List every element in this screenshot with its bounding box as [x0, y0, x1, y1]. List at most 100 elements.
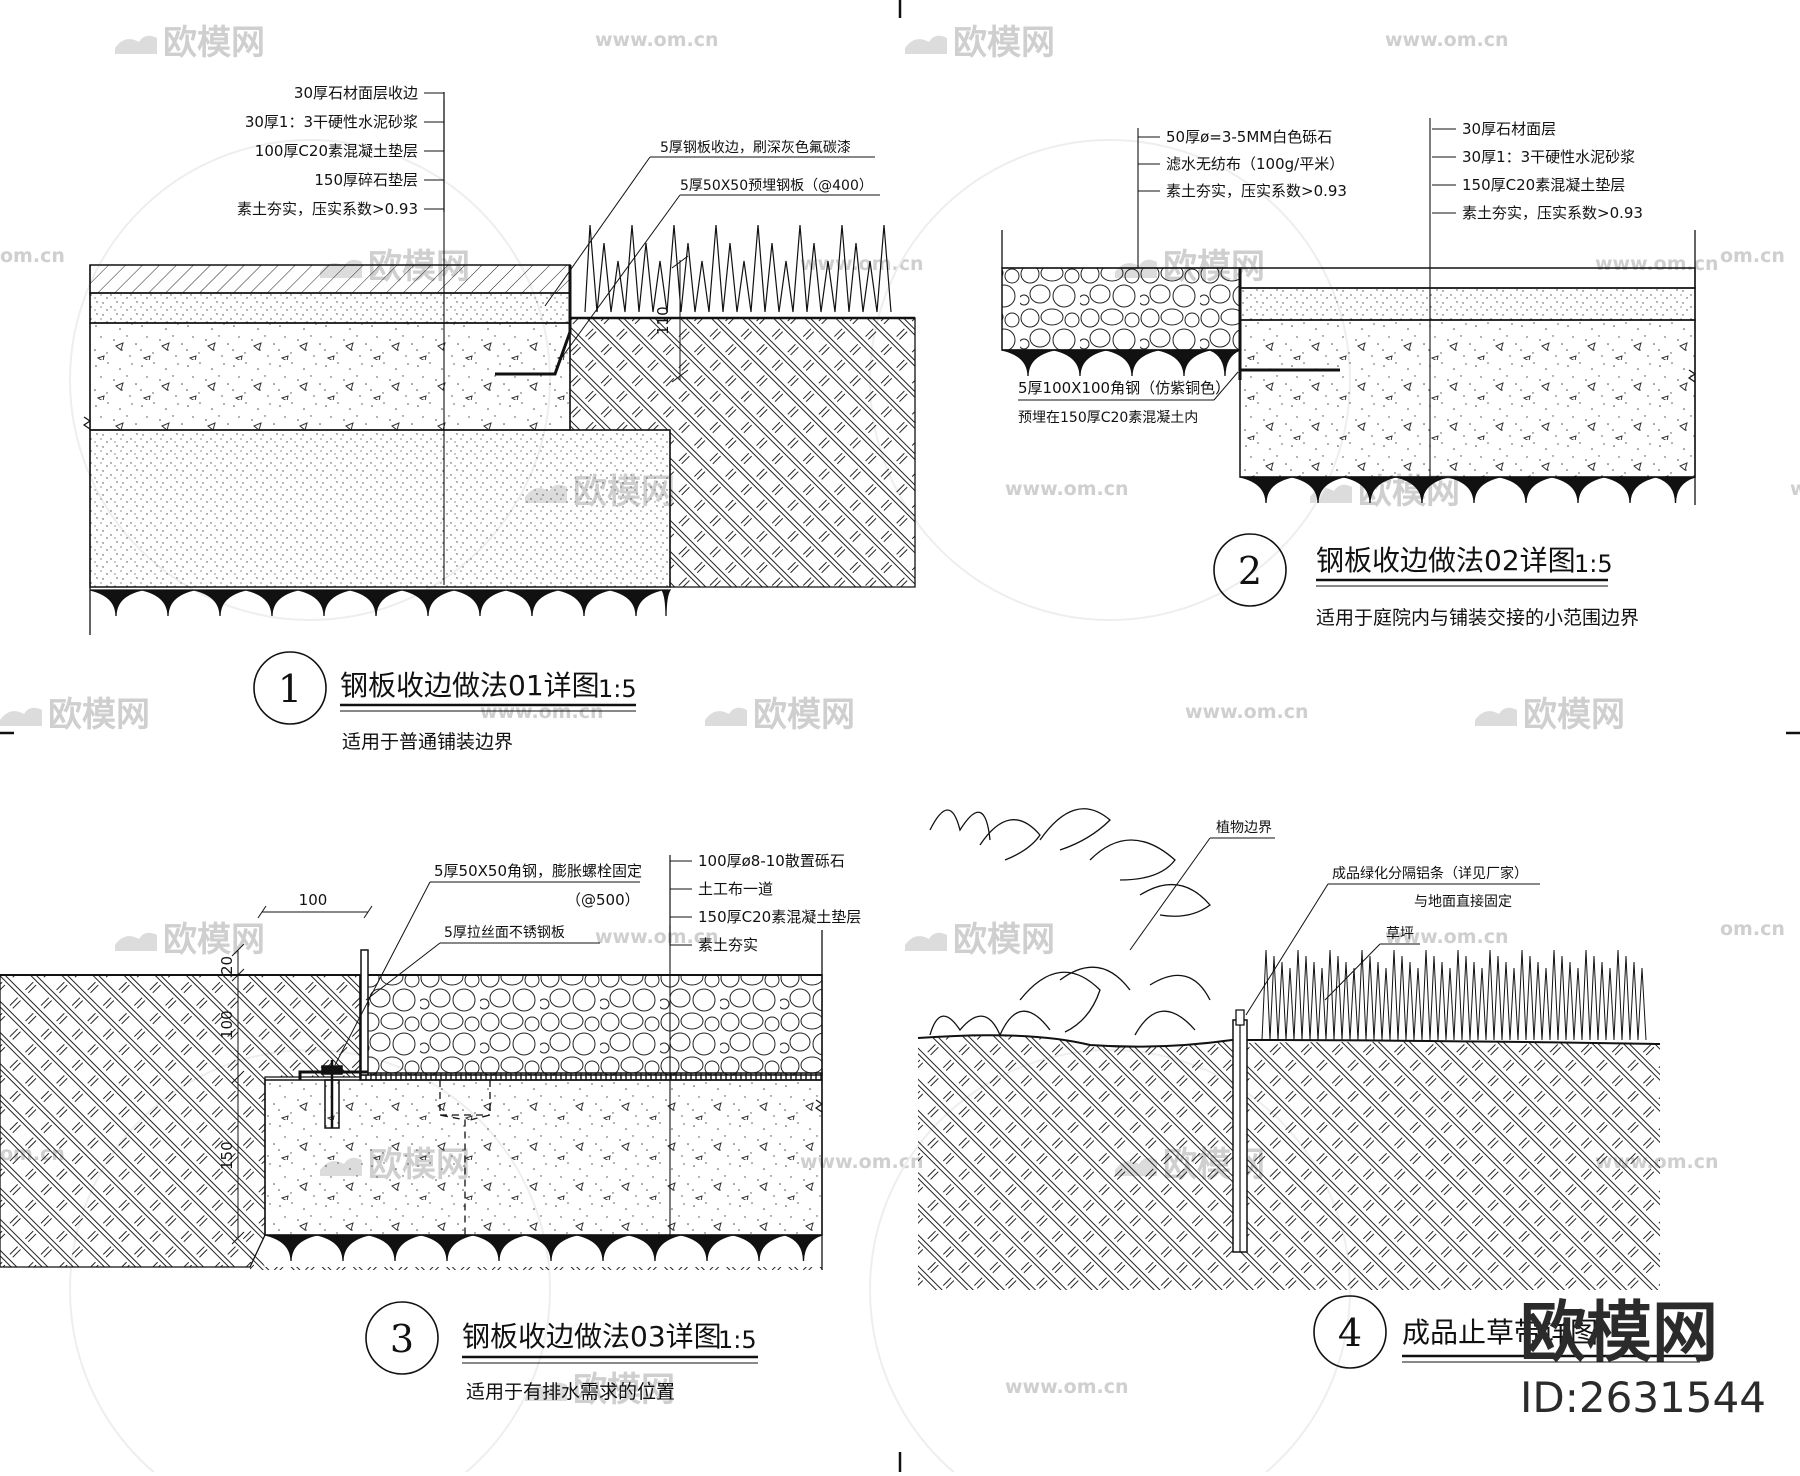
- watermark: 欧模网 www.om.cn: [705, 695, 1309, 735]
- brand-logo-text: 欧模网: [1520, 1294, 1718, 1371]
- d4-plant-mid: [1089, 839, 1211, 917]
- d1-mortar-layer: [89, 292, 571, 324]
- watermark-logo-icon: [705, 707, 747, 726]
- d1-callout-leader: [544, 156, 651, 307]
- d3-title: 钢板收边做法03详图: [462, 1320, 722, 1353]
- d3-callout-leader: [334, 881, 431, 1066]
- d1-number-circle: [253, 651, 327, 725]
- d3-dim-tick: [231, 1231, 245, 1245]
- d3-number-circle: [365, 1301, 439, 1375]
- watermark-url: om.cn: [0, 245, 65, 267]
- d2-right-label: 30厚1：3干硬性水泥砂浆: [1462, 148, 1635, 166]
- d3-bolt-head: [321, 1065, 343, 1075]
- d3-callout-spacing: （@500）: [566, 891, 640, 909]
- watermark-logo-text: 欧模网: [753, 695, 855, 735]
- watermark-url: www.om.cn: [1790, 478, 1800, 500]
- d2-break-mark: [1687, 369, 1697, 383]
- watermark: 欧模网 www.om.cn: [525, 1370, 1129, 1410]
- d2-number-circle: [1213, 533, 1287, 607]
- d2-right-label: 150厚C20素混凝土垫层: [1462, 176, 1625, 194]
- watermark-url: www.om.cn: [1385, 926, 1509, 948]
- d3-dim-vert: 20: [218, 956, 236, 975]
- d4-callout-leader: [1129, 837, 1211, 951]
- d2-compaction-left: [1001, 349, 1241, 377]
- d4-label-plant: 植物边界: [1216, 820, 1272, 836]
- watermark-url: www.om.cn: [800, 253, 924, 275]
- d3-layer-label: 100厚ø8-10散置砾石: [698, 852, 845, 870]
- watermark-url: www.om.cn: [1005, 478, 1129, 500]
- watermark-url: www.om.cn: [1595, 253, 1719, 275]
- d3-dim-vert: 150: [218, 1141, 236, 1170]
- watermark-layer: 欧模网 www.om.cn 欧模网 www.om.cn 欧模网 www.om.cn 欧模网 w…: [0, 23, 1800, 1476]
- d4-title: 成品止草带详图: [1402, 1316, 1598, 1349]
- d1-dim-tick: [671, 369, 689, 383]
- d3-dim-tick: [231, 943, 245, 957]
- d2-number: 2: [1238, 549, 1262, 593]
- d2-title: 钢板收边做法02详图: [1316, 544, 1576, 577]
- d3-subtitle: 适用于有排水需求的位置: [466, 1381, 675, 1403]
- d1-dim-tick: [671, 255, 689, 269]
- watermark-url: www.om.cn: [1185, 701, 1309, 723]
- watermark-logo-icon: [905, 35, 947, 54]
- d3-break-mark: [814, 1099, 824, 1113]
- d1-layer-label: 30厚石材面层收边: [294, 84, 418, 102]
- watermark-url: www.om.cn: [480, 701, 604, 723]
- watermark-logo-text: 欧模网: [1523, 695, 1625, 735]
- d2-mortar-layer: [1239, 287, 1696, 321]
- d1-layer-label: 100厚C20素混凝土垫层: [255, 142, 418, 160]
- watermark-url: www.om.cn: [1385, 29, 1509, 51]
- d4-lawn: [1261, 949, 1647, 1041]
- watermark-url: www.om.cn: [595, 29, 719, 51]
- d4-label-lawn: 草坪: [1386, 926, 1414, 942]
- d4-label-strip-fix: 与地面直接固定: [1414, 893, 1512, 910]
- d1-dim-110: 110: [654, 306, 672, 335]
- d1-break-mark: [82, 416, 92, 430]
- d1-layer-label: 素土夯实，压实系数>0.93: [237, 200, 418, 218]
- d3-dim-tick: [257, 905, 267, 919]
- d4-ground-line: [917, 1034, 1661, 1048]
- d3-dim-vert: 100: [218, 1010, 236, 1039]
- watermark-logo-icon: [525, 1382, 567, 1401]
- d4-number-circle: [1313, 1295, 1387, 1369]
- d2-left-label: 滤水无纺布（100g/平米）: [1166, 155, 1344, 173]
- d3-scale: 1:5: [718, 1326, 757, 1354]
- d1-steel-edge: [495, 265, 572, 376]
- d4-plant-top: [929, 808, 1111, 861]
- d2-gravel: [1001, 267, 1241, 351]
- d2-left-label: 50厚ø=3-5MM白色砾石: [1166, 128, 1332, 146]
- d3-dim-tick: [231, 968, 245, 982]
- d1-callout-steel: 5厚钢板收边，刷深灰色氟碳漆: [660, 139, 851, 156]
- d2-compaction-right: [1239, 476, 1696, 504]
- d2-left-label: 素土夯实，压实系数>0.93: [1166, 182, 1347, 200]
- d1-layer-label: 150厚碎石垫层: [314, 171, 418, 189]
- brand-id: ID:2631544: [1520, 1373, 1766, 1422]
- watermark-logo-icon: [0, 707, 42, 726]
- watermark-url: www.om.cn: [1005, 1376, 1129, 1398]
- watermark-logo-text: 欧模网: [573, 1370, 675, 1410]
- d1-number: 1: [278, 667, 302, 711]
- d3-geotextile: [359, 1072, 823, 1081]
- d3-compaction: [264, 1234, 823, 1262]
- d3-callout-plate: 5厚拉丝面不锈钢板: [444, 925, 565, 941]
- d4-number: 4: [1338, 1311, 1362, 1355]
- d3-steel-plate: [360, 949, 369, 1076]
- d1-concrete-layer: [89, 322, 571, 431]
- d1-grass: [584, 224, 892, 313]
- d4-strip-head: [1235, 1009, 1245, 1026]
- d2-subtitle: 适用于庭院内与铺装交接的小范围边界: [1316, 607, 1639, 629]
- d2-callout-angle: 5厚100X100角钢（仿紫铜色）: [1018, 379, 1230, 397]
- d2-right-label: 30厚石材面层: [1462, 120, 1556, 138]
- watermark-logo-text: 欧模网: [163, 920, 265, 960]
- watermark-logo-icon: [115, 35, 157, 54]
- d3-callout-angle: 5厚50X50角钢，膨胀螺栓固定: [434, 862, 642, 880]
- d3-drain-pipe: [439, 1080, 491, 1235]
- d1-scale: 1:5: [598, 675, 637, 703]
- watermark-url: www.om.cn: [800, 1151, 924, 1173]
